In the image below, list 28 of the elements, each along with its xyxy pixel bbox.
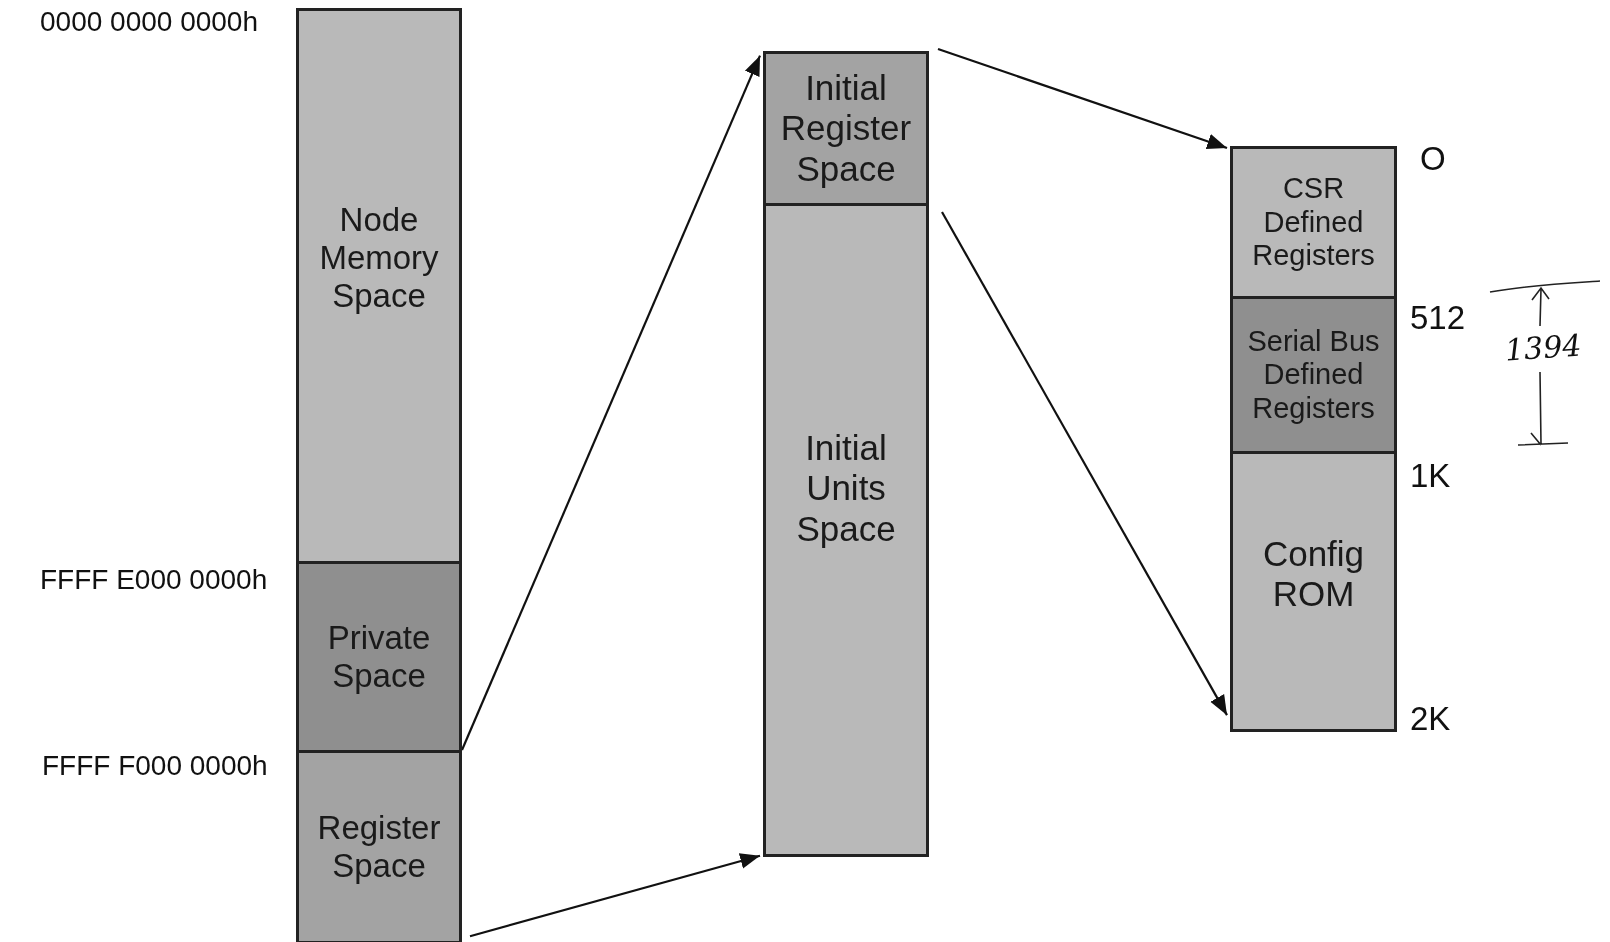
region-label: Config ROM xyxy=(1261,534,1366,615)
address-label: 0000 0000 0000h xyxy=(40,6,258,38)
arrow xyxy=(937,47,1228,150)
address-label: 1K xyxy=(1410,457,1451,495)
region-label: Initial Register Space xyxy=(779,68,913,189)
region-label: CSR Defined Registers xyxy=(1251,172,1376,273)
memory-region-block xyxy=(763,51,929,206)
address-label: 512 xyxy=(1410,299,1466,337)
region-label: Node Memory Space xyxy=(318,201,440,315)
memory-region-block xyxy=(763,203,929,857)
arrow xyxy=(941,211,1228,716)
address-label: FFFF E000 0000h xyxy=(40,564,268,596)
handwritten-note: 1394 xyxy=(1503,327,1583,368)
arrow xyxy=(461,55,761,751)
memory-region-block xyxy=(1230,451,1397,732)
address-label: 2K xyxy=(1410,700,1451,738)
memory-region-block xyxy=(296,750,462,942)
memory-region-block xyxy=(296,8,462,564)
memory-region-block xyxy=(1230,296,1397,454)
region-label: Initial Units Space xyxy=(795,428,897,549)
address-label: O xyxy=(1420,140,1446,178)
arrow xyxy=(469,853,761,938)
memory-region-block xyxy=(296,561,462,753)
region-label: Private Space xyxy=(326,619,432,695)
memory-region-block xyxy=(1230,146,1397,299)
region-label: Serial Bus Defined Registers xyxy=(1246,325,1381,425)
address-label: FFFF F000 0000h xyxy=(42,750,268,782)
region-label: Register Space xyxy=(316,809,442,885)
